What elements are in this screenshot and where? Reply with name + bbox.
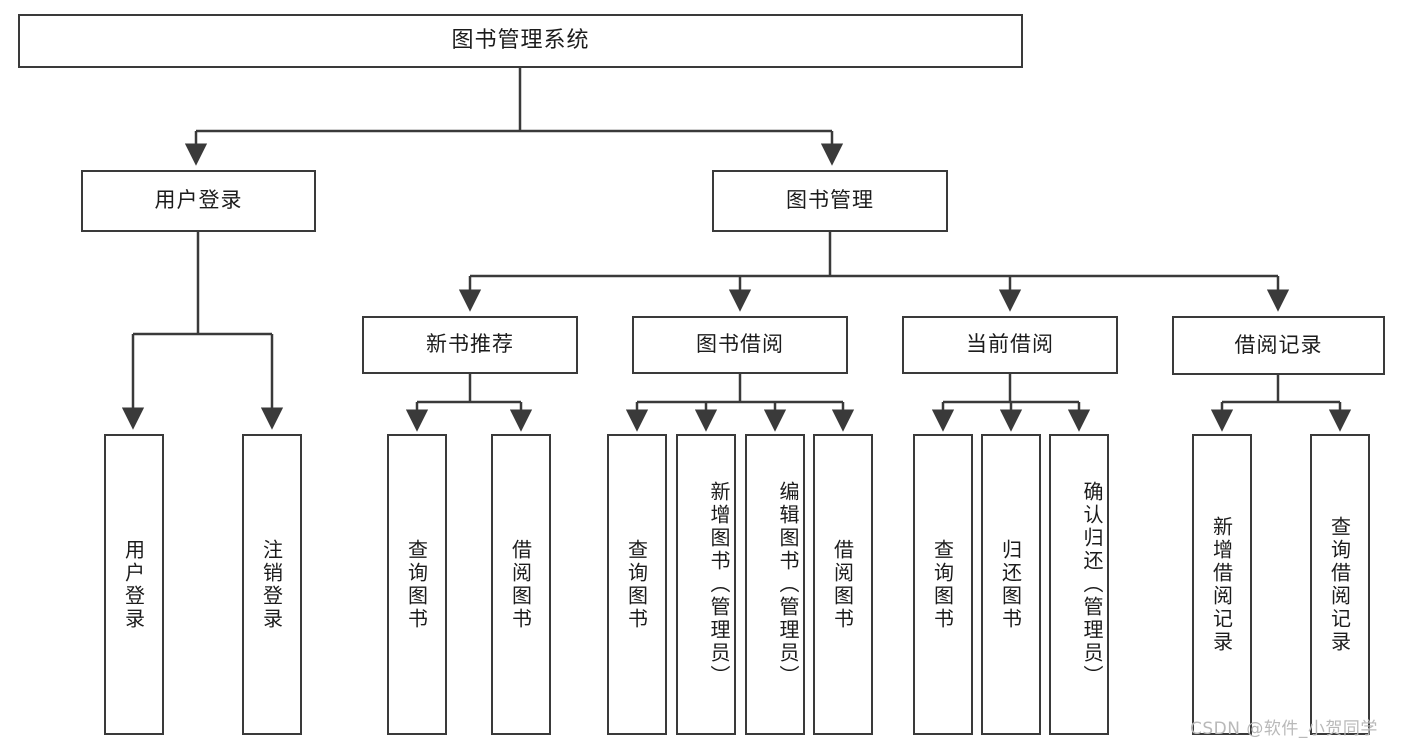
node-book-management[interactable]: 图书管理	[712, 170, 948, 232]
node-label: 确认归还（管理员）	[1080, 481, 1104, 688]
node-borrow-record[interactable]: 借阅记录	[1172, 316, 1385, 375]
leaf-edit-book-admin[interactable]: 编辑图书（管理员）	[745, 434, 805, 735]
node-label: 新增图书（管理员）	[707, 481, 731, 688]
node-label: 编辑图书（管理员）	[776, 481, 800, 688]
node-label: 查询图书	[404, 538, 429, 631]
leaf-query-borrow-record[interactable]: 查询借阅记录	[1310, 434, 1370, 735]
leaf-confirm-return-admin[interactable]: 确认归还（管理员）	[1049, 434, 1109, 735]
node-current-borrow[interactable]: 当前借阅	[902, 316, 1118, 374]
node-book-borrow[interactable]: 图书借阅	[632, 316, 848, 374]
node-label: 图书管理系统	[451, 27, 590, 53]
node-label: 归还图书	[998, 538, 1023, 631]
leaf-query-book-borrow[interactable]: 查询图书	[607, 434, 667, 735]
node-label: 图书管理	[786, 188, 874, 213]
leaf-borrow-book-recommend[interactable]: 借阅图书	[491, 434, 551, 735]
leaf-return-book[interactable]: 归还图书	[981, 434, 1041, 735]
leaf-query-book-current[interactable]: 查询图书	[913, 434, 973, 735]
leaf-add-book-admin[interactable]: 新增图书（管理员）	[676, 434, 736, 735]
node-user-login[interactable]: 用户登录	[81, 170, 316, 232]
node-label: 借阅记录	[1234, 332, 1323, 357]
node-root-system[interactable]: 图书管理系统	[18, 14, 1023, 68]
leaf-user-login[interactable]: 用户登录	[104, 434, 164, 735]
node-label: 查询图书	[930, 538, 955, 631]
node-label: 用户登录	[154, 188, 243, 213]
node-label: 当前借阅	[966, 332, 1054, 357]
node-label: 查询借阅记录	[1327, 515, 1352, 654]
leaf-logout[interactable]: 注销登录	[242, 434, 302, 735]
node-label: 图书借阅	[696, 332, 784, 357]
node-label: 用户登录	[121, 538, 146, 631]
node-label: 借阅图书	[830, 538, 855, 631]
leaf-add-borrow-record[interactable]: 新增借阅记录	[1192, 434, 1252, 735]
node-label: 查询图书	[624, 538, 649, 631]
node-label: 注销登录	[259, 538, 284, 631]
csdn-watermark: CSDN @软件_小贺同学	[1190, 719, 1378, 739]
node-label: 新书推荐	[426, 332, 514, 357]
node-label: 新增借阅记录	[1209, 515, 1234, 654]
leaf-borrow-book[interactable]: 借阅图书	[813, 434, 873, 735]
node-new-book-recommend[interactable]: 新书推荐	[362, 316, 578, 374]
node-label: 借阅图书	[508, 538, 533, 631]
leaf-query-book-recommend[interactable]: 查询图书	[387, 434, 447, 735]
